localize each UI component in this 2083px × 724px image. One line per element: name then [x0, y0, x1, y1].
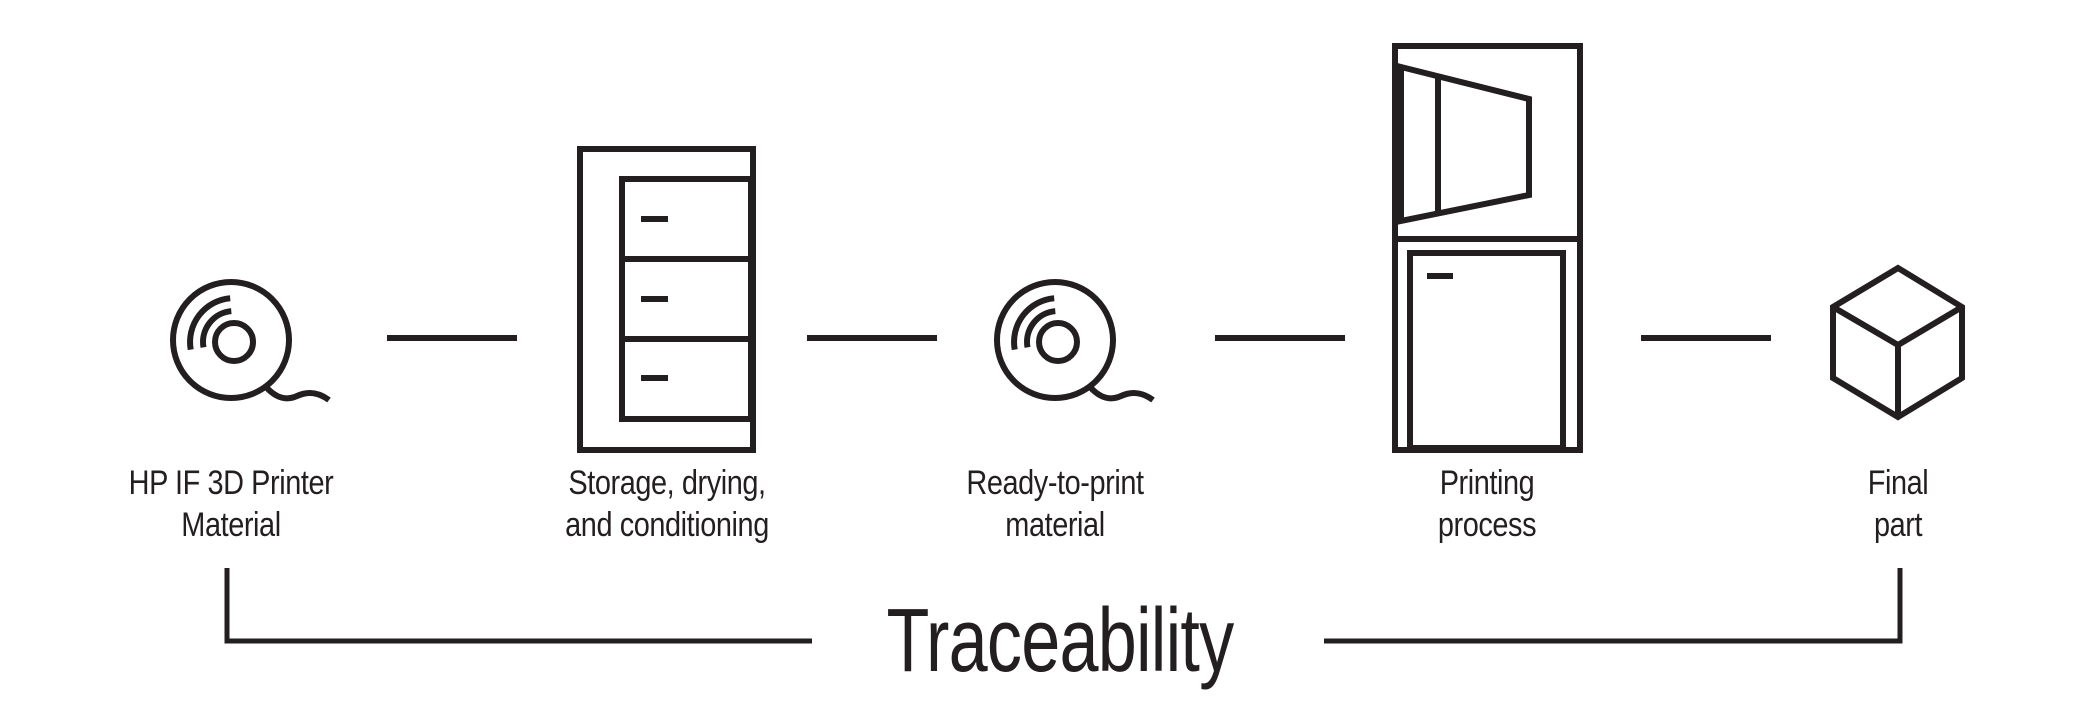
- step-label-line: Storage, drying,: [568, 464, 766, 502]
- step-label-line: material: [1005, 506, 1105, 544]
- printer-door: [1407, 250, 1566, 451]
- step-label-line: and conditioning: [565, 506, 769, 544]
- step-label-line: Printing: [1439, 464, 1535, 502]
- step-label-line: part: [1873, 506, 1923, 544]
- printer-icon: [1392, 43, 1583, 453]
- step-label-final-part: Final part: [1703, 462, 2083, 546]
- traceability-bracket: [224, 568, 1903, 644]
- step-label-hp-material: HP IF 3D Printer Material: [36, 462, 427, 546]
- step-label-storage: Storage, drying, and conditioning: [472, 462, 863, 546]
- step-label-printing: Printing process: [1292, 462, 1683, 546]
- step-label-line: Final: [1867, 464, 1929, 502]
- filament-spool-icon: [173, 282, 329, 400]
- traceability-title: Traceability: [886, 591, 1235, 691]
- bracket-right-line: [1324, 568, 1903, 644]
- step-label-line: Ready-to-print: [966, 464, 1144, 502]
- step-label-line: HP IF 3D Printer: [128, 464, 334, 502]
- bracket-left-line: [224, 568, 812, 644]
- step-label-line: process: [1437, 506, 1537, 544]
- storage-cabinet-icon: [577, 146, 756, 453]
- cube-icon: [1830, 264, 1965, 421]
- step-label-ready-to-print: Ready-to-print material: [860, 462, 1251, 546]
- step-label-line: Material: [181, 506, 281, 544]
- filament-spool-icon: [997, 282, 1153, 400]
